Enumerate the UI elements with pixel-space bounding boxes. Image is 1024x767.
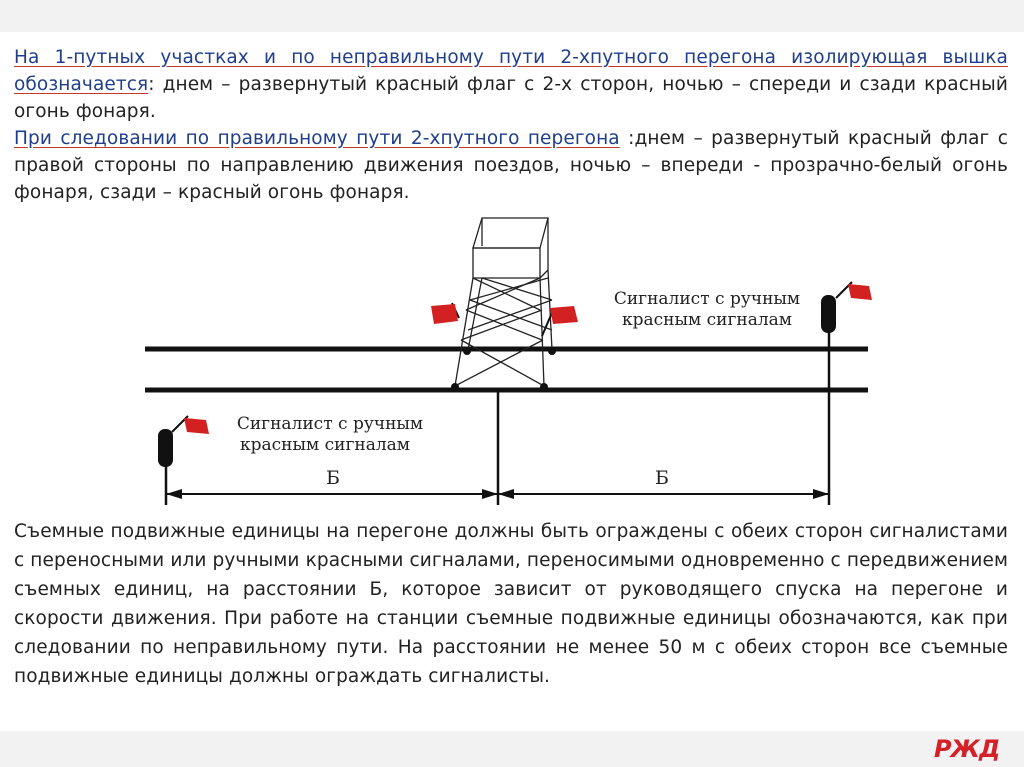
tower-wheel-icon <box>548 347 556 355</box>
distance-arrow-left <box>166 489 498 499</box>
paragraph-correct-track-rule: При следовании по правильному пути 2-хпу… <box>14 125 1008 206</box>
rzd-logo: РЖД <box>934 735 1000 763</box>
right-signalman-icon <box>821 295 836 333</box>
paragraph1-highlight: На 1-путных участках и по неправильному … <box>14 47 1008 95</box>
track-diagram: Сигналист с ручным красным сигналам Сигн… <box>145 217 872 505</box>
tower-left-flag-icon <box>431 302 460 324</box>
tower-wheel-icon <box>463 347 471 355</box>
distance-left-label: Б <box>326 467 340 489</box>
tower-wheel-icon <box>540 383 548 391</box>
right-signalman-label-line1: Сигналист с ручным <box>614 289 800 309</box>
top-bar <box>0 0 1024 32</box>
paragraph2-text: :днем – развернутый красный флаг с право… <box>14 128 1008 203</box>
bottom-bar <box>0 731 1024 767</box>
tower-right-flag-icon <box>541 306 578 337</box>
distance-right-label: Б <box>655 467 669 489</box>
right-signalman-flag-icon <box>835 281 872 300</box>
left-signalman-icon <box>158 429 173 467</box>
distance-arrow-right <box>498 489 829 499</box>
left-signalman-label-line2: красным сигналам <box>240 435 410 455</box>
isolating-tower-icon <box>454 217 553 387</box>
paragraph-removable-units-rule: Съемные подвижные единицы на перегоне до… <box>14 521 1008 687</box>
left-signalman-flag-icon <box>171 415 209 434</box>
paragraph1-text: : днем – развернутый красный флаг с 2-х … <box>14 74 1008 122</box>
left-signalman-label-line1: Сигналист с ручным <box>237 414 423 434</box>
tower-wheel-icon <box>451 383 459 391</box>
paragraph-single-track-rule: На 1-путных участках и по неправильному … <box>14 44 1008 125</box>
right-signalman-label-line2: красным сигналам <box>622 310 792 330</box>
paragraph2-highlight: При следовании по правильному пути 2-хпу… <box>14 128 620 149</box>
